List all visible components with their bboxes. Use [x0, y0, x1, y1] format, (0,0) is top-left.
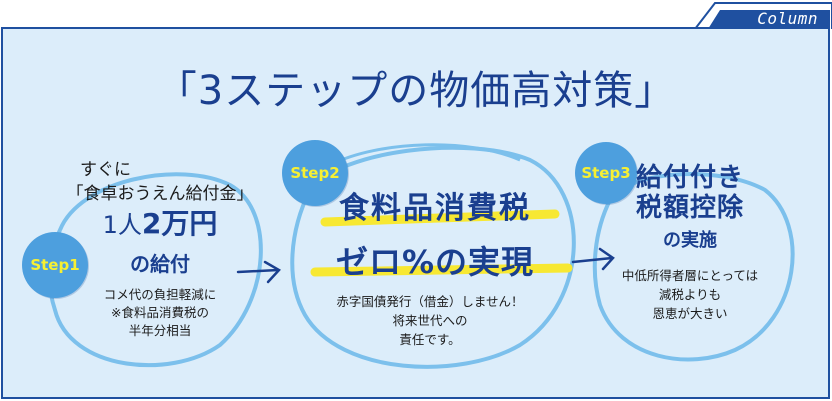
step3-heading-line2: 税額控除	[635, 193, 744, 223]
step1-note-line: ※食料品消費税の	[111, 305, 209, 320]
step2-notes: 赤字国債発行（借金）しません！ 将来世代への 責任です。	[300, 292, 560, 349]
column-panel	[1, 27, 830, 399]
page-title: 「3ステップの物価高対策」	[156, 68, 676, 114]
step2-heading-line1: 食料品消費税	[339, 191, 531, 226]
step3-circle	[592, 171, 795, 362]
step1-circle	[47, 172, 263, 368]
step3-badge: Step3	[575, 142, 637, 204]
step1-heading-tail: の給付	[130, 252, 190, 276]
step3-note-line: 恩恵が大きい	[652, 306, 728, 321]
step1-amount-prefix: 1人	[102, 211, 142, 239]
step2-note-line: 赤字国債発行（借金）しません！	[336, 294, 524, 309]
arrow-icon	[236, 260, 281, 284]
step1-intro-line2: 「食卓おうえん給付金」	[66, 184, 254, 204]
step2-note-line: 責任です。	[399, 332, 461, 347]
step2-badge: Step2	[282, 140, 348, 206]
step3-notes: 中低所得者層にとっては 減税よりも 恩恵が大きい	[600, 266, 780, 323]
step3-heading: 給付付き 税額控除	[600, 163, 780, 223]
step1-amount: 1人2万円	[60, 208, 260, 241]
step1-intro: すぐに 「食卓おうえん給付金」	[40, 158, 280, 206]
step1-amount-value: 2万円	[141, 207, 218, 240]
step1-note-line: コメ代の負担軽減に	[103, 287, 217, 302]
step3-note-line: 中低所得者層にとっては	[621, 268, 759, 283]
highlight-line2	[310, 263, 573, 277]
step3-heading-line1: 給付付き	[635, 163, 744, 193]
step2-note-line: 将来世代への	[392, 313, 468, 328]
highlight-line1	[320, 209, 560, 227]
arrow-icon	[571, 247, 615, 271]
column-label: Column	[757, 9, 818, 28]
step1-notes: コメ代の負担軽減に ※食料品消費税の 半年分相当	[60, 286, 260, 340]
step2-circle	[290, 143, 576, 369]
step1-badge: Step1	[22, 232, 88, 298]
step1-note-line: 半年分相当	[128, 323, 192, 338]
step3-note-line: 減税よりも	[658, 287, 722, 302]
step3-heading-tail: の実施	[663, 230, 717, 251]
step2-heading-line2: ゼロ%の実現	[335, 243, 535, 281]
step1-intro-line1: すぐに	[80, 160, 131, 180]
